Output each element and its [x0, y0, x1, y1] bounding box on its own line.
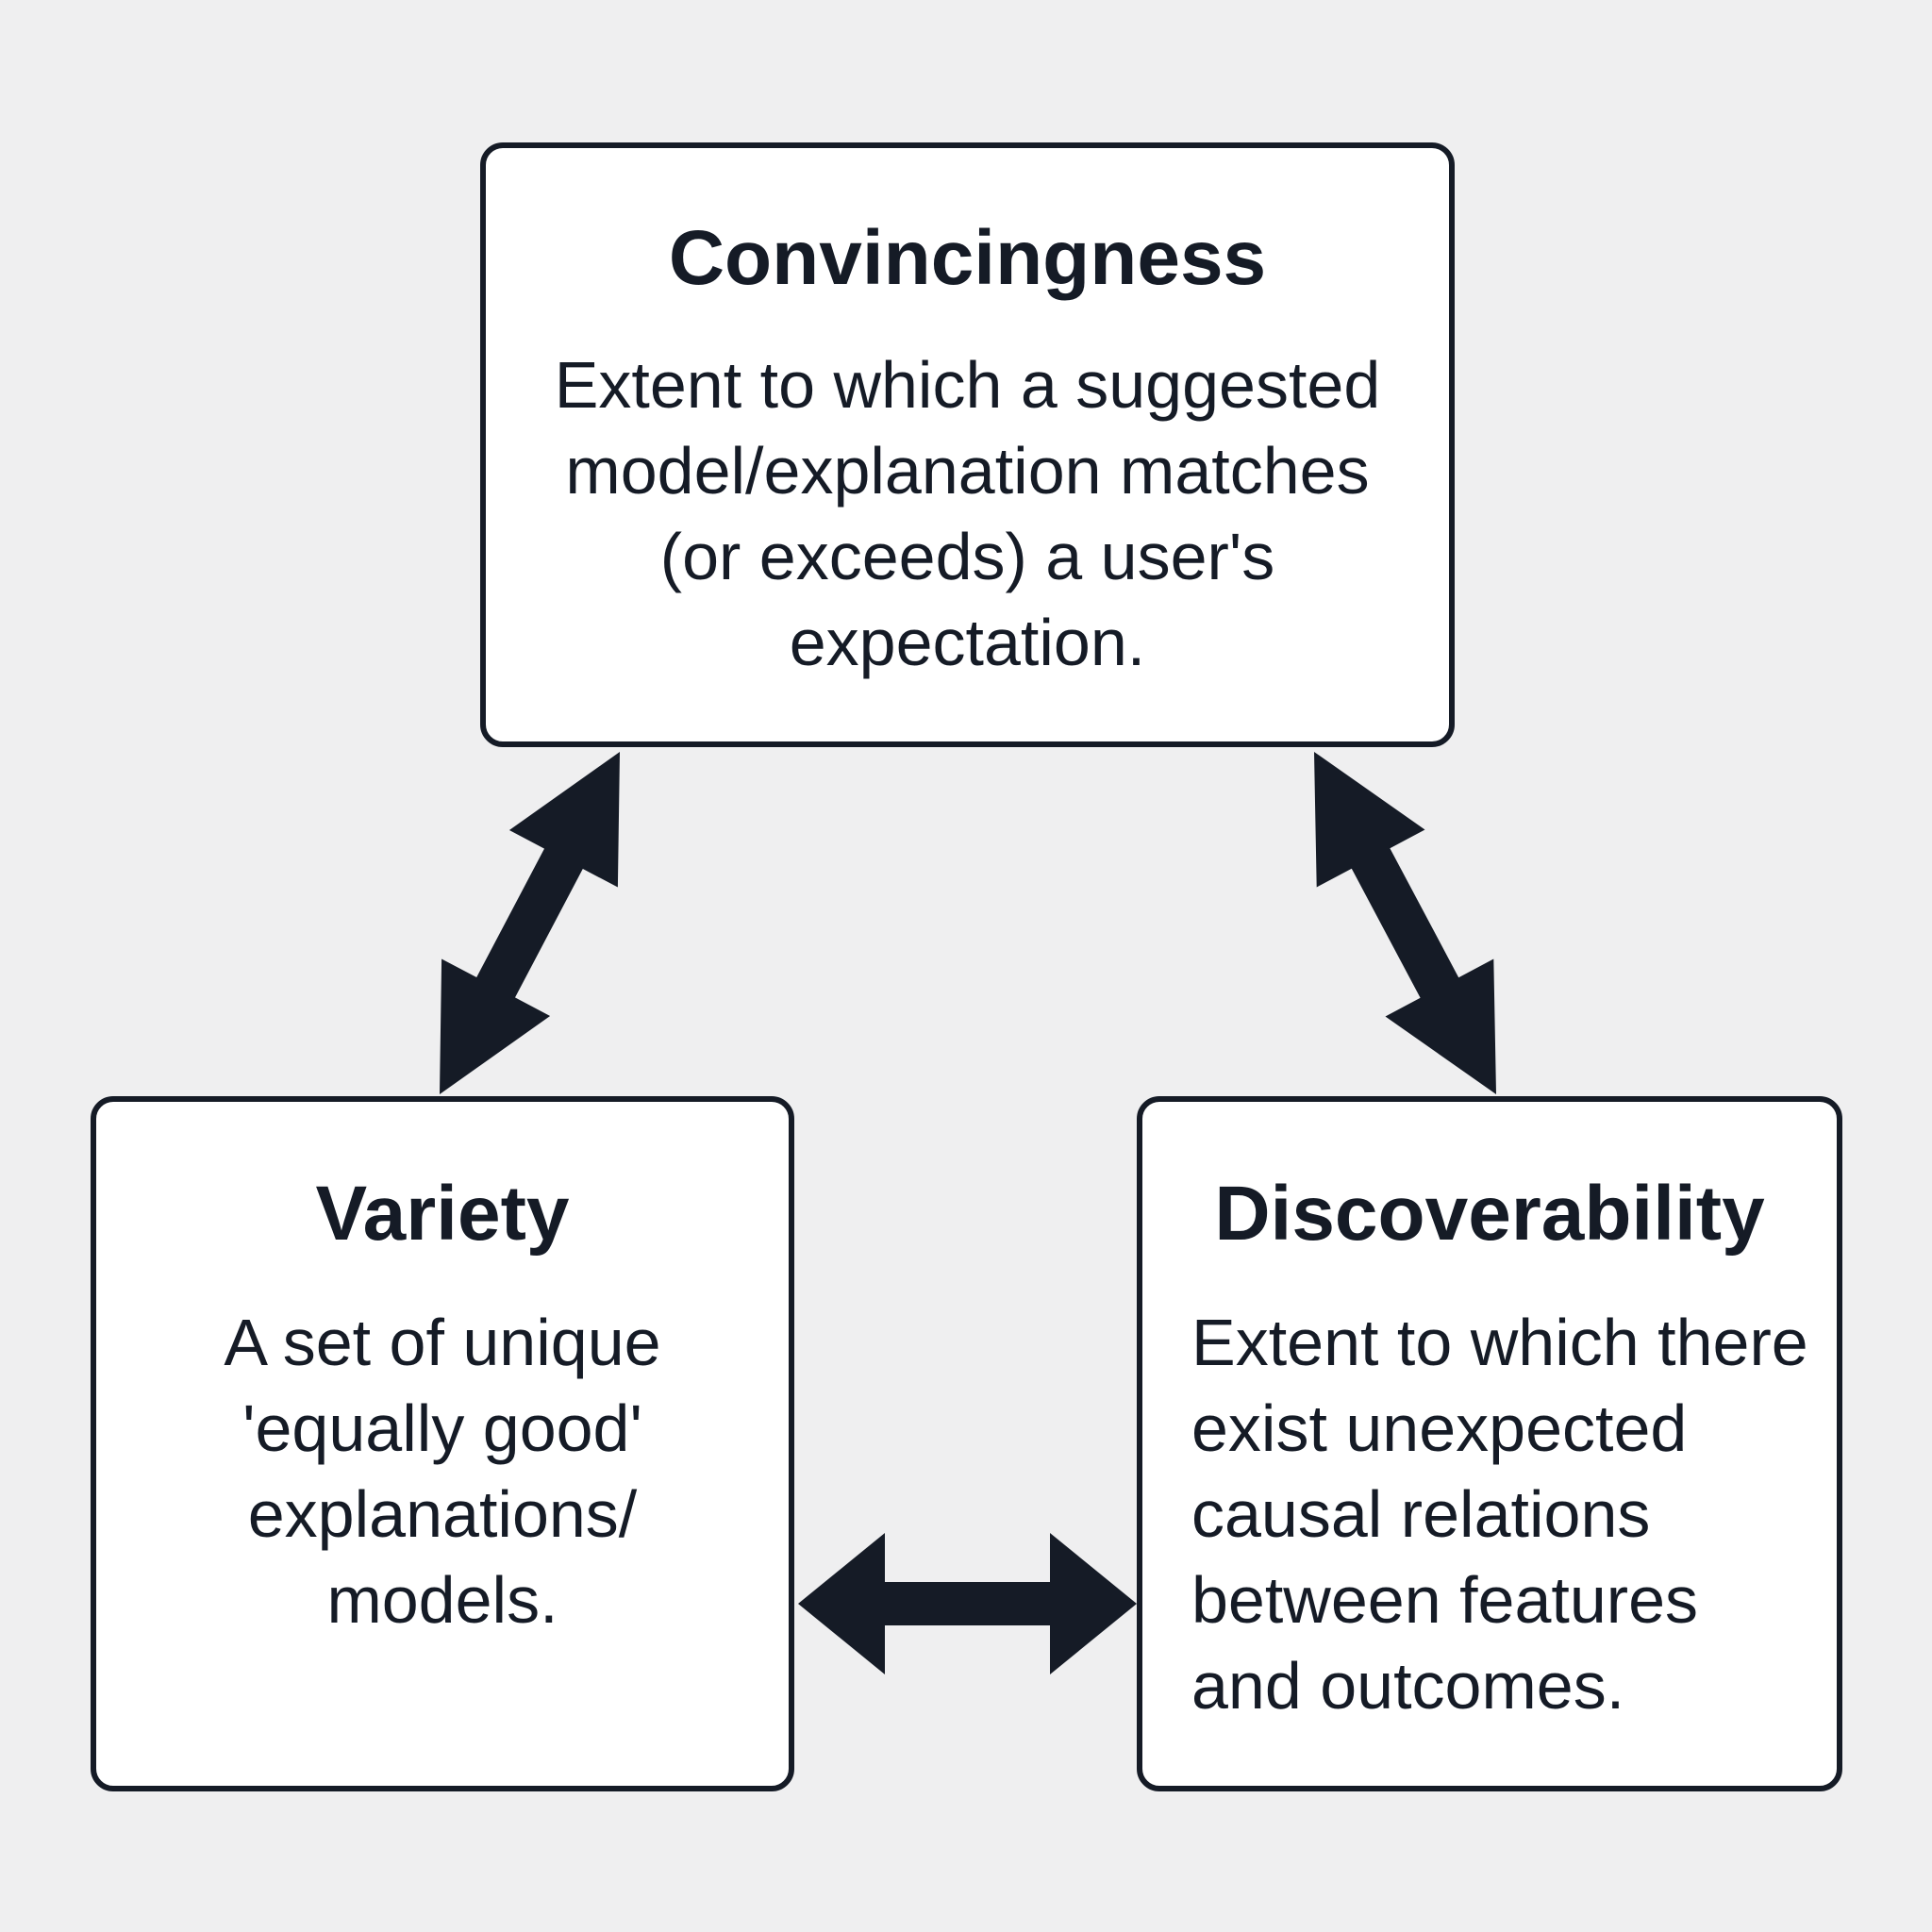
description-line: A set of unique [224, 1306, 661, 1379]
description-line: exist unexpected [1191, 1391, 1688, 1465]
description-line: 'equally good' [242, 1391, 642, 1465]
variety-title: Variety [315, 1171, 570, 1257]
description-line: Extent to which a suggested [554, 348, 1381, 422]
variety-box: Variety A set of unique 'equally good' e… [91, 1096, 794, 1791]
discoverability-description: Extent to which there exist unexpected c… [1191, 1300, 1818, 1729]
description-line: explanations/ [247, 1477, 638, 1551]
discoverability-title: Discoverability [1214, 1171, 1765, 1257]
discoverability-box: Discoverability Extent to which there ex… [1137, 1096, 1842, 1791]
arrow-variety-convincingness [440, 752, 620, 1094]
description-line: between features [1191, 1563, 1699, 1637]
convincingness-box: Convincingness Extent to which a suggest… [480, 142, 1455, 747]
description-line: (or exceeds) a user's [659, 520, 1275, 593]
arrow-variety-discoverability [798, 1533, 1137, 1674]
arrow-convincingness-discoverability [1314, 752, 1496, 1094]
description-line: model/explanation matches [565, 434, 1370, 508]
description-line: causal relations [1191, 1477, 1651, 1551]
description-line: and outcomes. [1191, 1649, 1625, 1723]
convincingness-title: Convincingness [668, 215, 1267, 301]
description-line: expectation. [789, 606, 1146, 679]
variety-description: A set of unique 'equally good' explanati… [130, 1300, 755, 1643]
convincingness-description: Extent to which a suggested model/explan… [524, 342, 1411, 686]
description-line: models. [326, 1563, 558, 1637]
description-line: Extent to which there [1191, 1306, 1808, 1379]
